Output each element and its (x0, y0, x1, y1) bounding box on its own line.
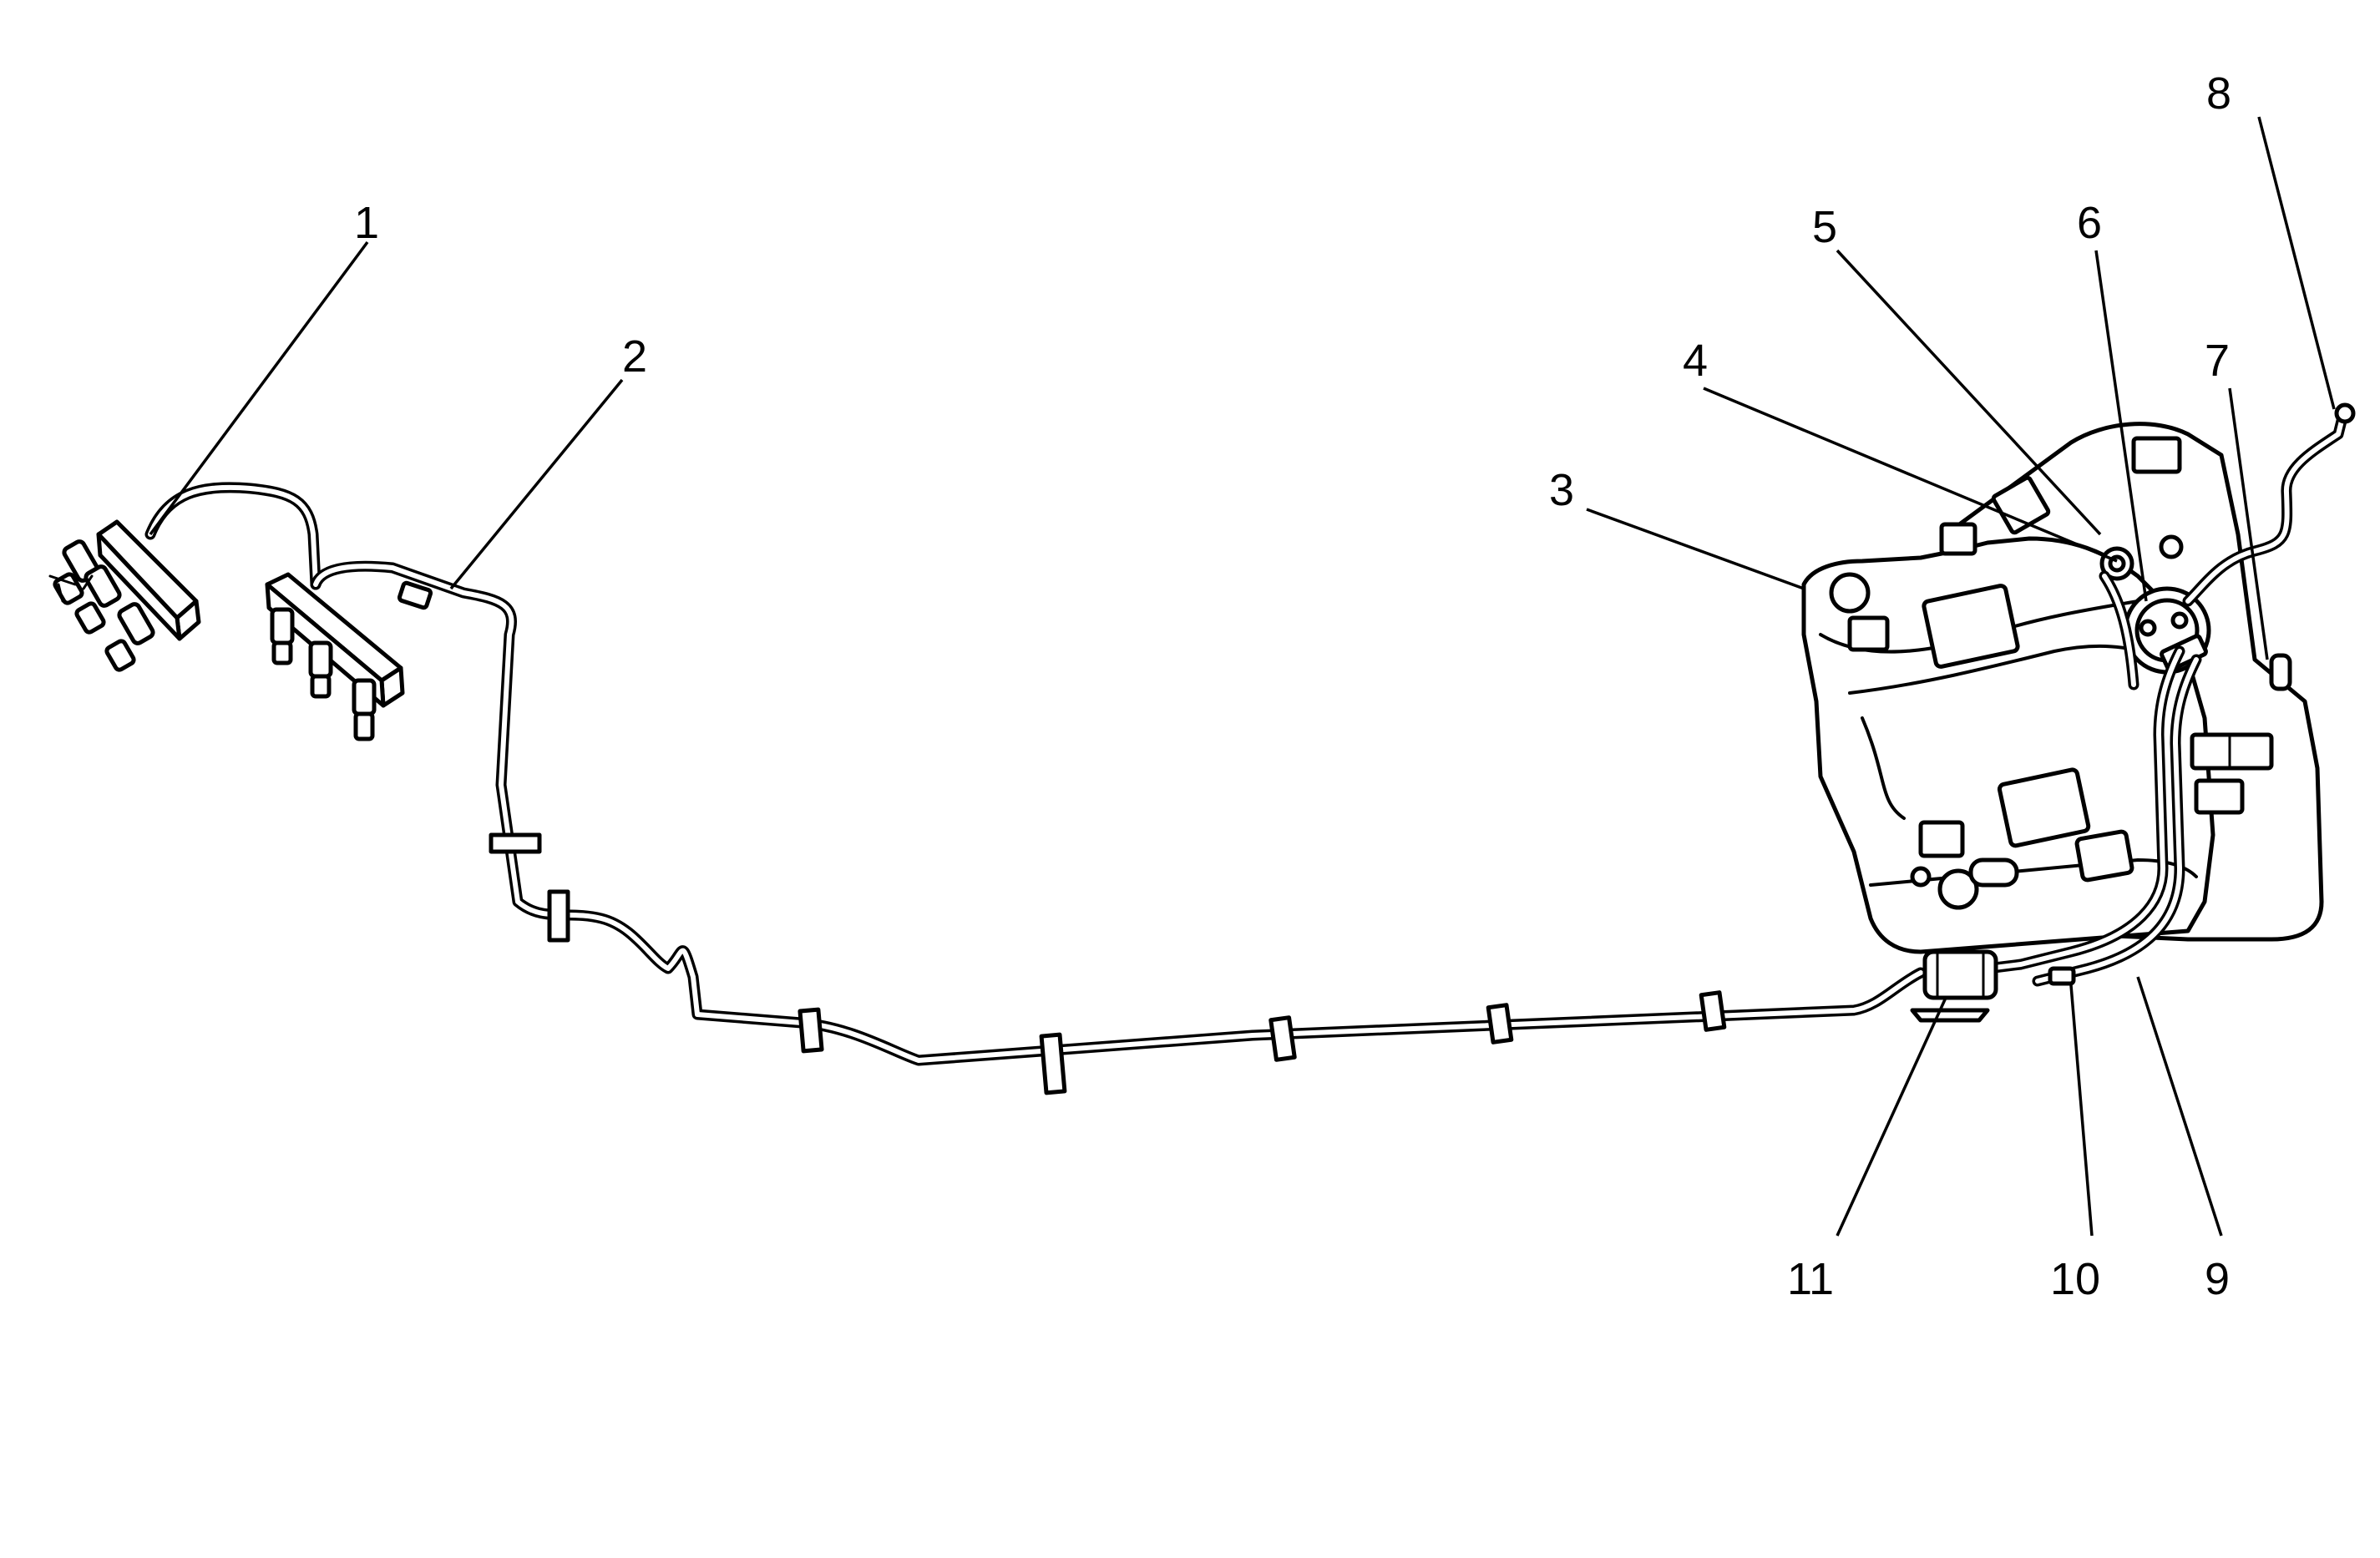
callout-5: 5 (1812, 202, 1837, 252)
callout-1: 1 (354, 198, 379, 248)
fuel-rail-left (48, 519, 201, 672)
callout-labels: 1 2 3 4 5 6 7 8 9 10 11 (354, 68, 2231, 1304)
callout-8: 8 (2206, 68, 2231, 119)
callout-2: 2 (622, 331, 647, 382)
fuel-rail-right (265, 572, 405, 741)
fuel-rail-assembly (48, 482, 405, 741)
fuel-feed-pipe (310, 560, 1927, 1095)
callout-9: 9 (2205, 1254, 2230, 1304)
leader-lines (149, 116, 2336, 1237)
callout-6: 6 (2077, 198, 2102, 248)
fuel-tank (1801, 422, 2324, 954)
injectors-left (48, 539, 155, 672)
injectors-right (270, 607, 377, 741)
callout-7: 7 (2205, 336, 2230, 386)
fuel-pump-module (2123, 586, 2211, 675)
callout-11: 11 (1787, 1254, 1834, 1304)
callout-4: 4 (1683, 336, 1708, 386)
pipe-clips (489, 832, 1727, 1095)
fuel-filter (1910, 949, 1998, 1023)
callout-10: 10 (2050, 1254, 2100, 1304)
callout-3: 3 (1549, 465, 1574, 515)
